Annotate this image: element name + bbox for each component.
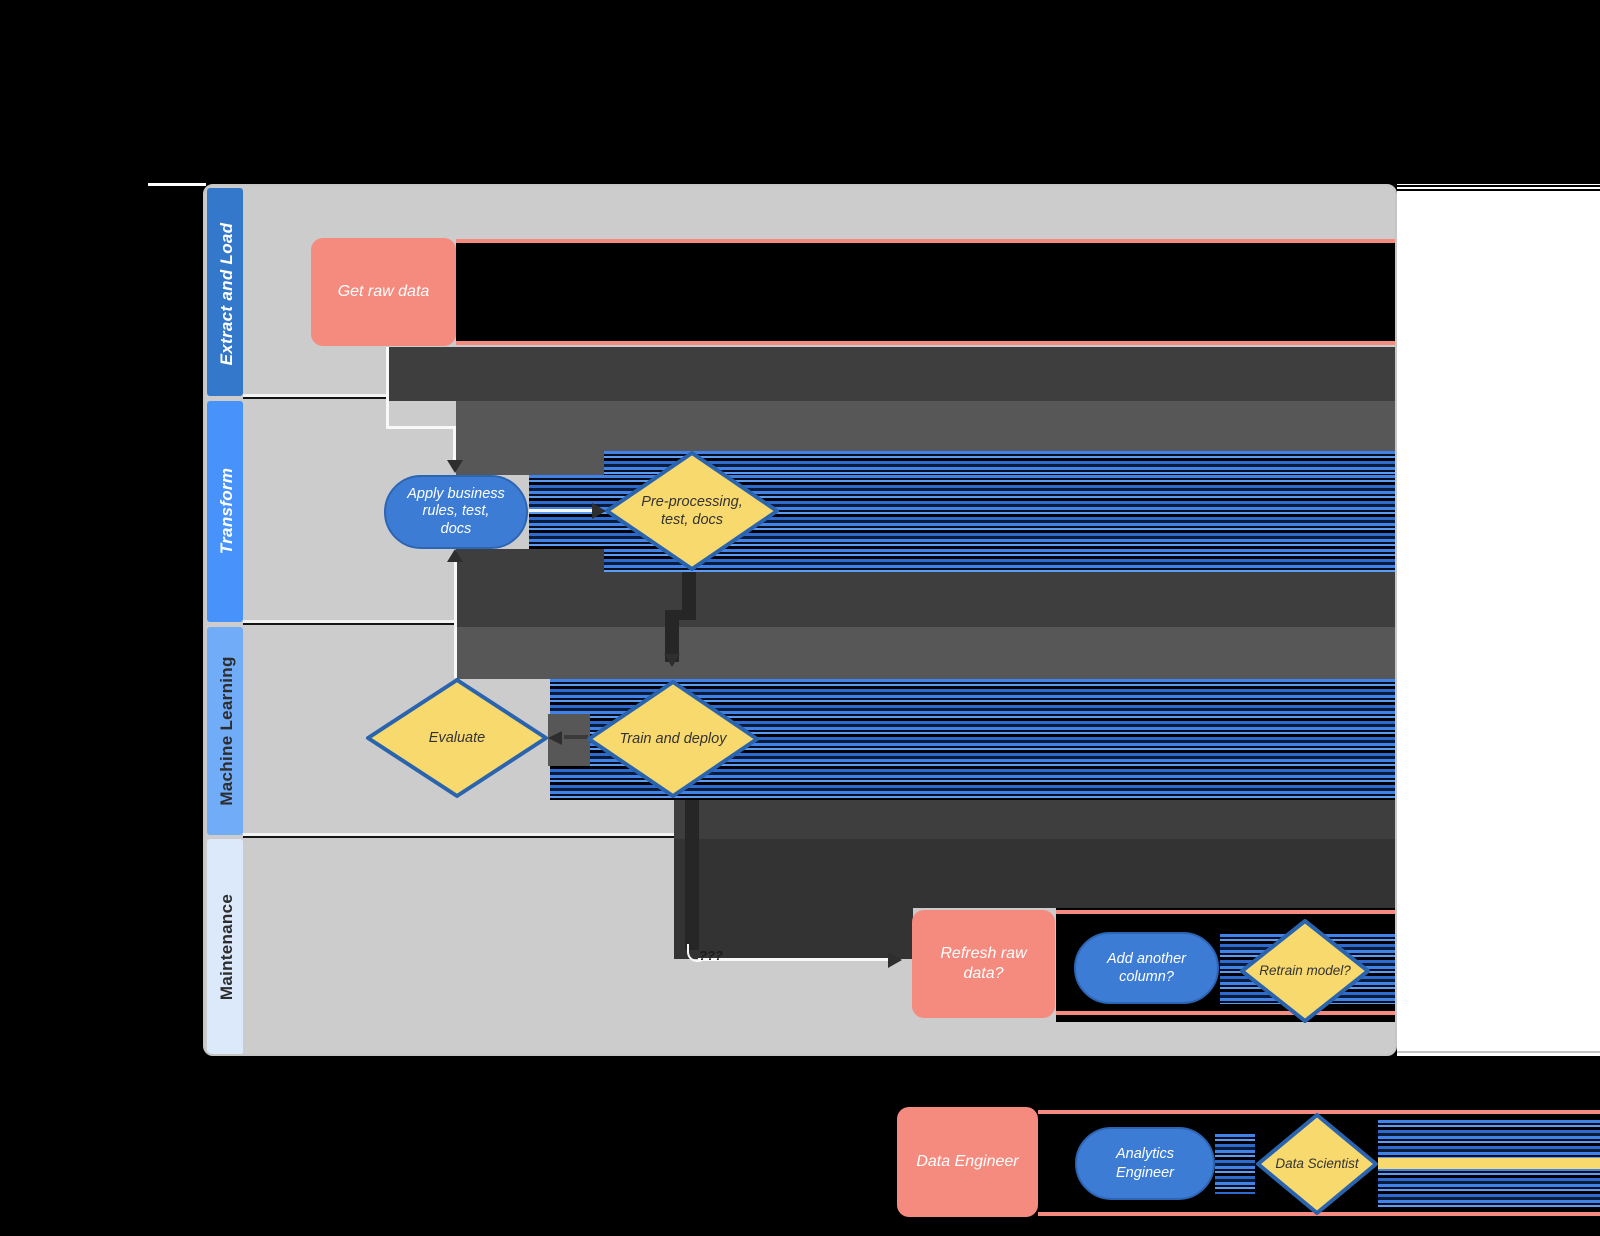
lane-label-extract-and-load: Extract and Load (217, 222, 236, 366)
legend-analytics-engineer[interactable]: Analytics Engineer (1075, 1127, 1215, 1200)
connector-getraw-apply-h (386, 426, 456, 429)
arrowhead-into-pre (592, 503, 606, 519)
node-get-raw-data-label: Get raw data (337, 283, 430, 300)
connector-label: ??? (699, 948, 723, 963)
connector-evaluate-apply (454, 562, 457, 678)
smear-pink-maint-top (1056, 910, 1395, 914)
legend-analytics-engineer-label: Analytics Engineer (1115, 1146, 1175, 1181)
diamond-shape (366, 678, 548, 798)
diamond-shape (1240, 919, 1370, 1023)
legend-smear-pink-bottom (1038, 1212, 1600, 1216)
legend-smear-pink-top (1038, 1110, 1600, 1114)
legend-data-scientist-label: Data Scientist (1275, 1155, 1359, 1171)
smear-line-top-2 (1397, 189, 1600, 191)
diamond-shape (605, 451, 779, 571)
connector-getraw-apply-v2 (453, 426, 456, 460)
node-apply-business-rules-label: Apply business rules, test, docs (407, 485, 505, 537)
lane-header-machine-learning[interactable]: Machine Learning (207, 627, 243, 835)
diamond-shape (587, 680, 759, 798)
smear-dark-maint-left (674, 908, 913, 959)
node-get-raw-data[interactable]: Get raw data (311, 238, 456, 346)
arrowhead-into-train (664, 654, 680, 667)
node-add-another-column[interactable]: Add another column? (1074, 932, 1219, 1004)
smear-pink-top (456, 239, 1395, 243)
arrowhead-into-refresh (888, 952, 902, 968)
lane-label-machine-learning: Machine Learning (217, 656, 236, 806)
smear-trail-pre-to-train-1 (682, 572, 696, 612)
smear-trail-pre-to-train-2 (665, 610, 696, 620)
diamond-shape (1256, 1113, 1378, 1215)
smear-stripes-transform-lower (604, 549, 1395, 572)
smear-trail-pre-to-train-3 (665, 618, 679, 662)
node-train-and-deploy-label: Train and deploy (619, 730, 727, 747)
node-evaluate-label: Evaluate (428, 729, 486, 746)
connector-train-refresh-elbow (687, 944, 701, 962)
connector-getraw-apply-v1 (386, 347, 389, 429)
legend-data-scientist[interactable]: Data Scientist (1255, 1112, 1379, 1216)
smear-trail-train-to-refresh (685, 800, 699, 950)
smear-mid-transform-left (456, 451, 604, 475)
smear-dark-ml-bottom (674, 800, 1395, 839)
node-retrain-model-label: Retrain model? (1259, 962, 1351, 978)
legend-smear-stripes-gap (1215, 1134, 1255, 1194)
node-refresh-raw-data-label: Refresh raw data? (940, 945, 1027, 982)
node-add-another-column-label: Add another column? (1106, 950, 1186, 985)
swimlane-frame: Extract and Load Transform Machine Learn… (203, 184, 1397, 1056)
connector-train-refresh-h (698, 958, 890, 961)
legend-smear-yellow (1378, 1158, 1600, 1169)
node-evaluate[interactable]: Evaluate (365, 677, 549, 799)
lane-header-maintenance[interactable]: Maintenance (207, 839, 243, 1054)
smear-dark-maint-top (674, 839, 1395, 908)
smear-line-bottom (1397, 1051, 1600, 1053)
lane-label-transform: Transform (217, 467, 236, 555)
node-apply-business-rules[interactable]: Apply business rules, test, docs (384, 475, 528, 549)
smear-dark-transform-bottom (604, 572, 1395, 627)
smear-mid-ml-top (456, 627, 1395, 679)
node-preprocessing-label: Pre-processing, test, docs (641, 493, 743, 528)
node-refresh-raw-data[interactable]: Refresh raw data? (912, 910, 1055, 1018)
smear-pink-maint-bottom (1056, 1011, 1395, 1015)
connector-train-evaluate (564, 735, 588, 739)
smear-stripes-transform-upper (604, 451, 1395, 475)
arrowhead-into-apply-bottom (447, 549, 463, 562)
node-preprocessing[interactable]: Pre-processing, test, docs (604, 450, 780, 572)
smear-line-top-1 (1397, 185, 1600, 187)
arrowhead-into-apply (447, 460, 463, 473)
smear-pink-bottom (456, 341, 1395, 345)
legend-data-engineer[interactable]: Data Engineer (897, 1107, 1038, 1217)
white-sheet (1397, 184, 1600, 1056)
lane-label-maintenance: Maintenance (217, 893, 236, 1001)
node-train-and-deploy[interactable]: Train and deploy (586, 679, 760, 799)
arrowhead-into-evaluate (548, 731, 562, 745)
smear-dark-extract-bottom (388, 347, 1395, 401)
legend-data-engineer-label: Data Engineer (916, 1153, 1019, 1170)
connector-apply-pre (529, 509, 593, 512)
artifact-white-dash (148, 183, 206, 186)
smear-mid-transform-top (456, 401, 1395, 451)
smear-black-extract (456, 243, 1395, 341)
smear-dark-transform-bottom-left (456, 549, 604, 627)
node-retrain-model[interactable]: Retrain model? (1239, 918, 1371, 1024)
lane-header-extract-and-load[interactable]: Extract and Load (207, 188, 243, 396)
lane-header-transform[interactable]: Transform (207, 401, 243, 622)
